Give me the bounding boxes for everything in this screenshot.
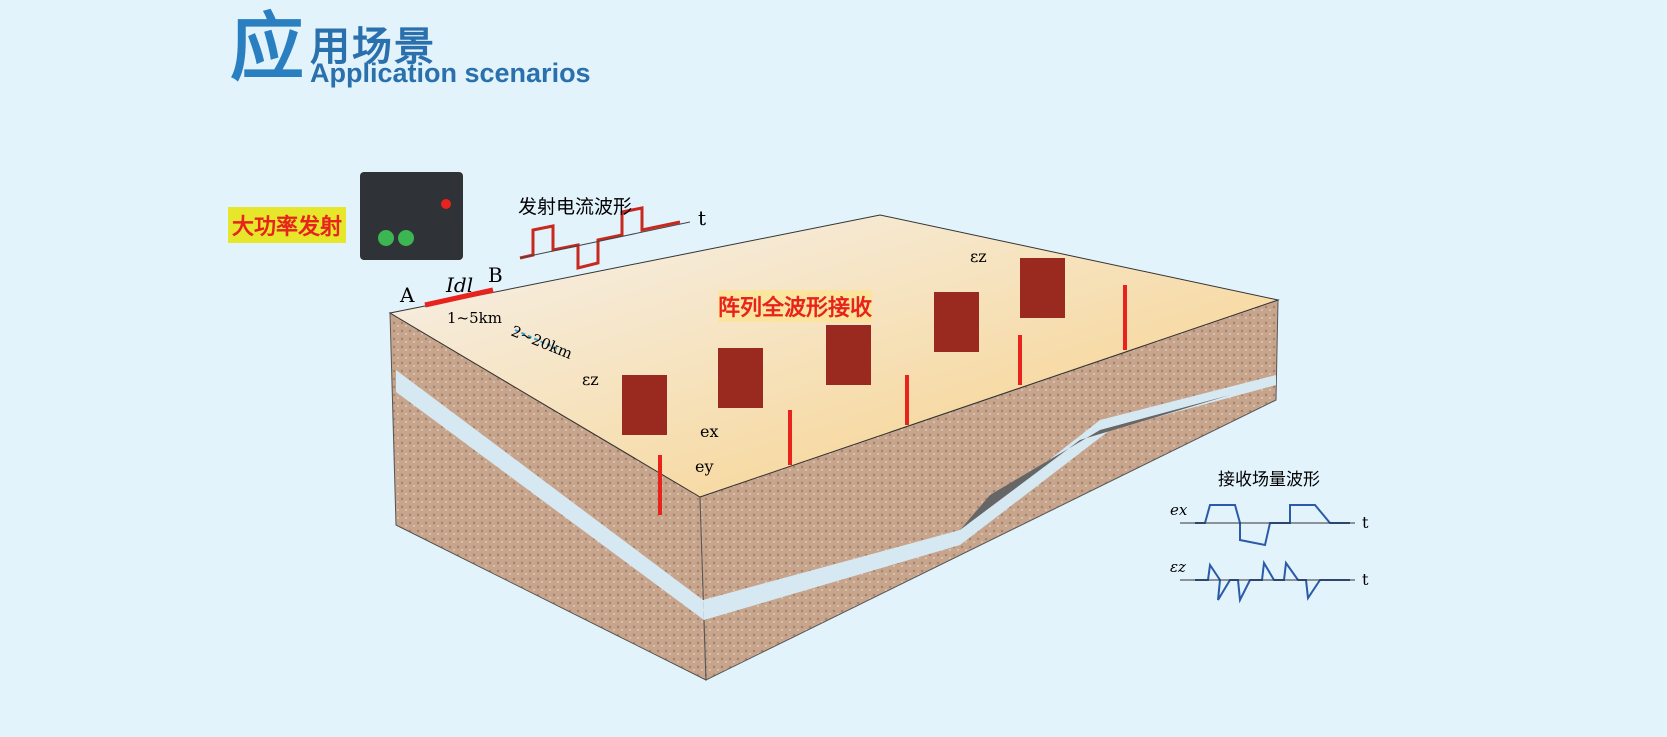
wave-ez-label: εz bbox=[1170, 558, 1186, 576]
ey-label: ey bbox=[695, 457, 714, 476]
transmit-label: 大功率发射 bbox=[228, 207, 347, 243]
t-axis-label: t bbox=[698, 206, 706, 230]
ez-waveform bbox=[1195, 559, 1350, 604]
electrodes bbox=[658, 285, 1127, 515]
transmit-waveform bbox=[519, 206, 681, 270]
dipole-length: 1~5km bbox=[447, 309, 502, 327]
receive-waveform-label: 接收场量波形 bbox=[1218, 470, 1320, 490]
ex-waveform bbox=[1195, 504, 1350, 547]
point-b: B bbox=[488, 263, 503, 287]
aquifer-left bbox=[396, 370, 704, 620]
title-big-char: 应 bbox=[230, 5, 304, 91]
transmitter-device bbox=[360, 172, 463, 260]
aquifer-right bbox=[703, 375, 1276, 620]
ez-label: εz bbox=[582, 370, 599, 389]
array-label: 阵列全波形接收 bbox=[718, 290, 873, 322]
transmit-waveform-label: 发射电流波形 bbox=[518, 196, 632, 218]
receivers bbox=[622, 258, 1065, 435]
dipole-line bbox=[424, 287, 494, 308]
ez-label-2: εz bbox=[970, 247, 987, 266]
point-a: A bbox=[399, 283, 415, 307]
offset-arrow bbox=[514, 329, 561, 351]
title-en: Application scenarios bbox=[310, 58, 591, 88]
t-axis-ex: t bbox=[1362, 513, 1369, 532]
t-axis-ez: t bbox=[1362, 570, 1369, 589]
title-cn: 用场景 bbox=[310, 24, 436, 70]
dipole-label: Idl bbox=[445, 273, 473, 297]
ex-label: ex bbox=[700, 422, 719, 441]
wave-ex-label: ex bbox=[1170, 501, 1188, 519]
